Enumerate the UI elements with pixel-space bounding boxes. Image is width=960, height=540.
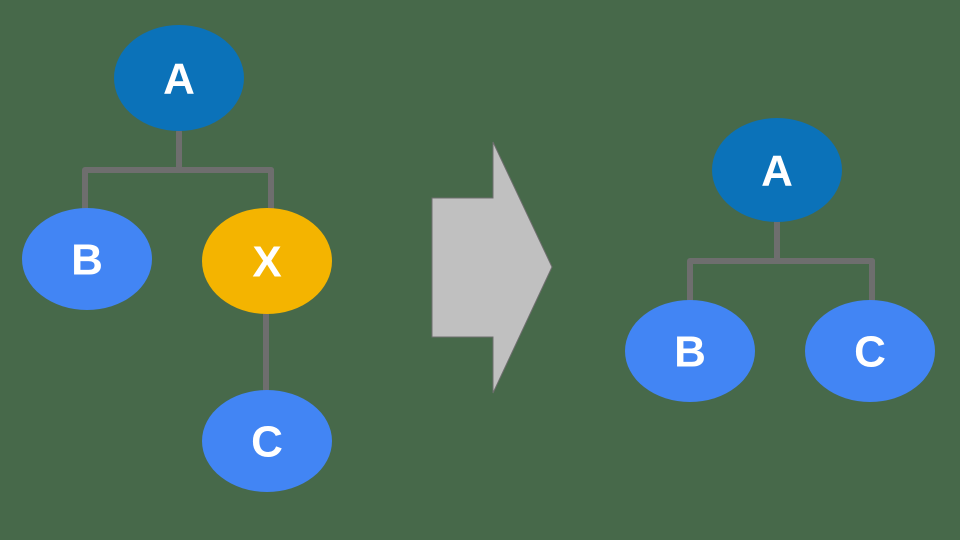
tree-node-c[interactable]: C [202, 390, 332, 492]
node-shape-a[interactable] [114, 25, 244, 131]
tree-node-b[interactable]: B [625, 300, 755, 402]
node-shape-b[interactable] [22, 208, 152, 310]
after-tree-connectors [687, 219, 875, 305]
tree-node-a[interactable]: A [712, 118, 842, 222]
tree-node-c[interactable]: C [805, 300, 935, 402]
before-tree-connectors [82, 129, 274, 395]
node-shape-c[interactable] [805, 300, 935, 402]
node-shape-b[interactable] [625, 300, 755, 402]
right-arrow-icon [431, 141, 553, 394]
tree-edge-a-b [82, 129, 274, 213]
tree-node-a[interactable]: A [114, 25, 244, 131]
tree-node-x[interactable]: X [202, 208, 332, 314]
node-shape-c[interactable] [202, 390, 332, 492]
transformation-arrow [431, 141, 553, 394]
node-shape-a[interactable] [712, 118, 842, 222]
tree-edge-a-b [687, 219, 875, 305]
node-shape-x[interactable] [202, 208, 332, 314]
tree-node-b[interactable]: B [22, 208, 152, 310]
